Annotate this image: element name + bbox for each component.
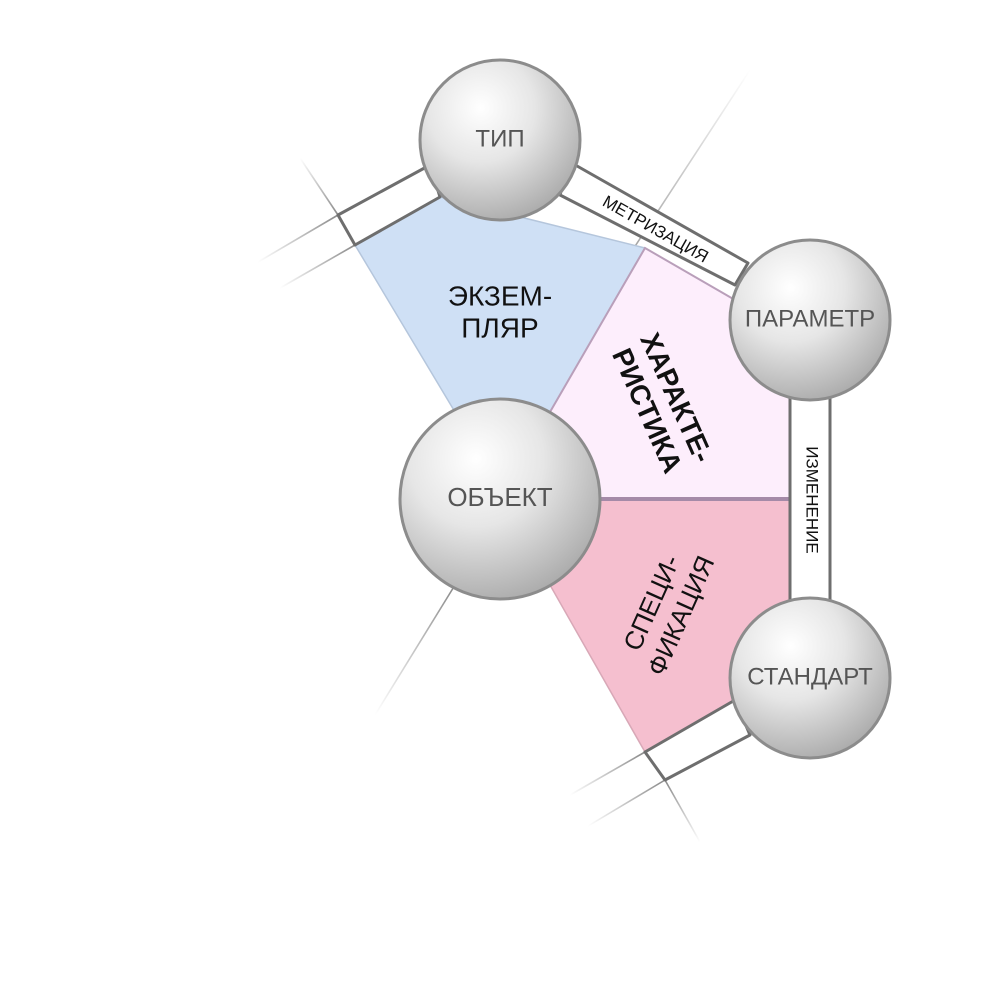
- guide-line: [257, 214, 339, 263]
- edge-label-izmenenie: ИЗМЕНЕНИЕ: [803, 446, 822, 553]
- node-obekt: ОБЪЕКТ: [398, 397, 602, 601]
- node-parametr: ПАРАМЕТР: [728, 238, 892, 402]
- node-label: ПАРАМЕТР: [745, 305, 875, 332]
- guide-line: [374, 584, 456, 716]
- band-tip-left: [336, 163, 442, 247]
- node-standart: СТАНДАРТ: [728, 596, 892, 760]
- guide-line: [299, 157, 339, 216]
- guide-line: [569, 751, 646, 796]
- band-standart-bottom: [643, 698, 752, 782]
- guide-line: [587, 779, 666, 827]
- node-label: ОБЪЕКТ: [447, 482, 552, 512]
- node-label: СТАНДАРТ: [747, 663, 873, 690]
- region-label-ekzemplyar: ЭКЗЕМ- ПЛЯР: [448, 280, 552, 343]
- guide-line: [664, 779, 701, 843]
- region-label-line: ЭКЗЕМ-: [448, 280, 552, 311]
- node-tip: ТИП: [418, 58, 582, 222]
- guide-line: [279, 244, 356, 289]
- region-label-line: ПЛЯР: [461, 312, 538, 343]
- node-label: ТИП: [475, 125, 524, 152]
